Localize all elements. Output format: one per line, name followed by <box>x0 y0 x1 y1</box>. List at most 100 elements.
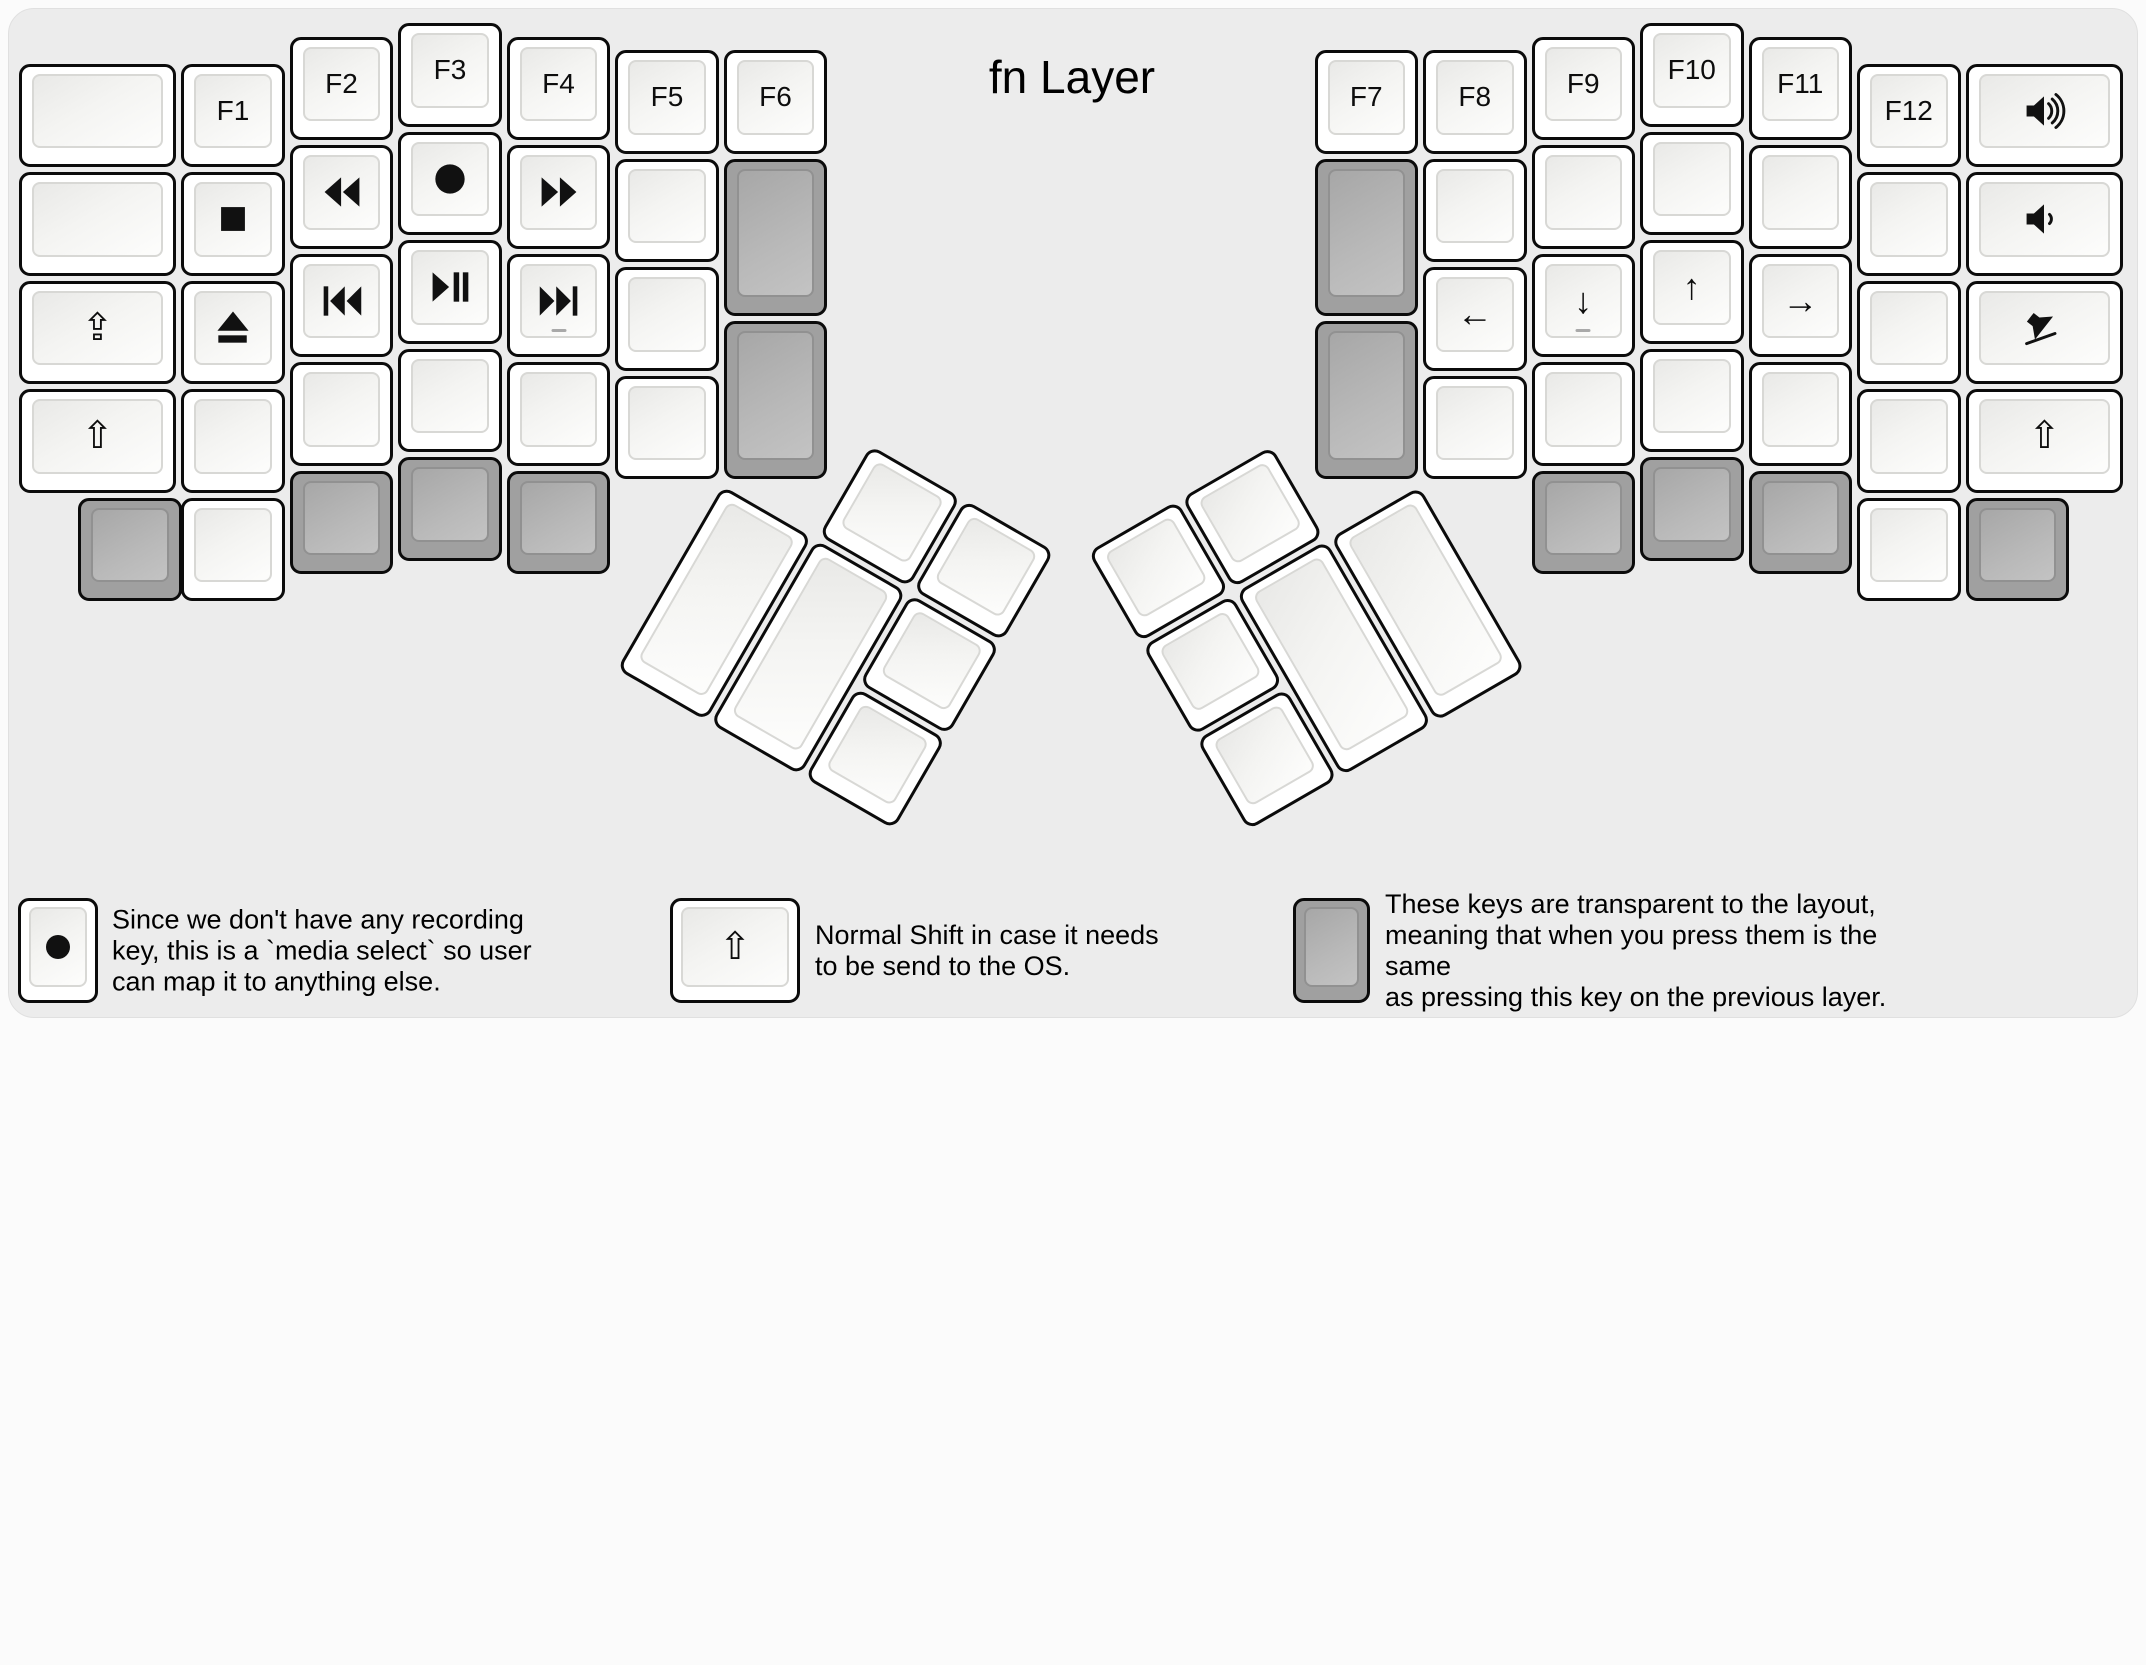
key-f7[interactable]: F7 <box>1314 50 1418 154</box>
key-f8[interactable]: F8 <box>1423 50 1527 154</box>
key-blank[interactable] <box>18 172 177 276</box>
key-transparent[interactable] <box>723 158 828 317</box>
key-f1[interactable]: F1 <box>181 63 285 168</box>
key-transparent[interactable] <box>723 321 828 480</box>
key-blank[interactable] <box>1531 145 1635 249</box>
rewind-icon <box>320 170 364 214</box>
keycap-surface: ⇧ <box>681 907 789 987</box>
key-arrow-down[interactable]: ↓ <box>1531 253 1635 358</box>
keycap-surface <box>194 507 272 583</box>
key-blank[interactable] <box>181 497 285 602</box>
key-shift[interactable]: ⇧ <box>1965 389 2124 493</box>
key-transparent[interactable] <box>1640 457 1744 561</box>
key-transparent[interactable] <box>1965 497 2069 602</box>
key-blank[interactable] <box>1857 497 1961 602</box>
key-fast-forward[interactable] <box>506 145 611 249</box>
record-icon <box>428 157 472 201</box>
legend-text: Normal Shift in case it needs to be send… <box>815 919 1159 981</box>
key-transparent[interactable] <box>1531 470 1635 575</box>
key-blank[interactable] <box>506 362 611 466</box>
key-arrow-right[interactable]: → <box>1748 253 1852 358</box>
key-f2[interactable]: F2 <box>289 36 394 141</box>
key-label: F6 <box>759 81 792 113</box>
key-stop[interactable] <box>181 172 285 276</box>
key-f6[interactable]: F6 <box>723 50 828 154</box>
key-play-pause[interactable] <box>398 240 502 344</box>
key-blank[interactable] <box>615 158 719 263</box>
key-f5[interactable]: F5 <box>615 50 719 154</box>
key-label: → <box>1782 279 1819 321</box>
key-blank[interactable] <box>398 348 502 452</box>
key-blank[interactable] <box>289 362 394 466</box>
keycap-surface <box>411 358 489 433</box>
key-blank[interactable] <box>1423 375 1527 480</box>
keycap-surface <box>1870 182 1948 257</box>
key-arrow-left[interactable]: ← <box>1423 267 1527 371</box>
key-f12[interactable]: F12 <box>1857 63 1961 168</box>
keycap-surface: F3 <box>411 33 489 108</box>
key-transparent[interactable] <box>506 470 611 575</box>
key-transparent[interactable] <box>78 497 182 602</box>
key-transparent[interactable] <box>398 457 502 561</box>
key-shift[interactable]: ⇧ <box>670 898 800 1003</box>
key-blank[interactable] <box>1640 348 1744 452</box>
key-transparent[interactable] <box>1748 470 1852 575</box>
key-volume-up[interactable] <box>1965 63 2124 168</box>
front-legend-dash <box>551 329 566 333</box>
keycap-surface: F10 <box>1653 33 1731 108</box>
key-f10[interactable]: F10 <box>1640 23 1744 127</box>
key-blank[interactable] <box>1748 145 1852 249</box>
key-blank[interactable] <box>1640 131 1744 235</box>
key-blank[interactable] <box>1857 389 1961 493</box>
keycap-surface <box>736 168 815 298</box>
key-blank[interactable] <box>1748 362 1852 466</box>
keycap-surface <box>519 155 598 230</box>
key-prev-track[interactable] <box>289 253 394 358</box>
key-blank[interactable] <box>18 63 177 168</box>
key-shift[interactable]: ⇧ <box>18 389 177 493</box>
key-blank[interactable] <box>1531 362 1635 466</box>
key-mute[interactable] <box>1965 280 2124 385</box>
keycap-surface <box>302 155 381 230</box>
key-transparent[interactable] <box>1293 898 1370 1003</box>
keycap-surface <box>1544 480 1622 556</box>
key-eject[interactable] <box>181 280 285 385</box>
key-label: F9 <box>1566 67 1600 99</box>
key-volume-down[interactable] <box>1965 172 2124 276</box>
legend-key-record <box>18 898 98 1003</box>
key-f11[interactable]: F11 <box>1748 36 1852 141</box>
key-label: F12 <box>1884 94 1933 126</box>
key-next-track[interactable] <box>506 253 611 358</box>
key-transparent[interactable] <box>289 470 394 575</box>
keycap-surface: F9 <box>1544 46 1622 122</box>
key-f9[interactable]: F9 <box>1531 36 1635 141</box>
key-caps-shift[interactable]: ⇪ <box>18 280 177 385</box>
legend-item-normal-shift: ⇧ Normal Shift in case it needs to be se… <box>670 898 1159 1003</box>
key-blank[interactable] <box>1857 172 1961 276</box>
key-transparent[interactable] <box>1314 158 1418 317</box>
key-label: ⇧ <box>2028 415 2061 458</box>
keycap-surface <box>31 73 164 149</box>
key-blank[interactable] <box>615 375 719 480</box>
keycap-surface <box>1870 290 1948 366</box>
key-record[interactable] <box>18 898 98 1003</box>
keycap-surface: F1 <box>194 73 272 149</box>
key-record[interactable] <box>398 131 502 235</box>
keycap-surface: F7 <box>1327 60 1405 135</box>
key-blank[interactable] <box>1423 158 1527 263</box>
key-f3[interactable]: F3 <box>398 23 502 127</box>
keycap-surface <box>1870 399 1948 474</box>
keycap-surface <box>1653 467 1731 542</box>
key-rewind[interactable] <box>289 145 394 249</box>
key-label: ↑ <box>1682 266 1701 308</box>
keycap-surface <box>411 467 489 542</box>
key-blank[interactable] <box>1857 280 1961 385</box>
key-arrow-up[interactable]: ↑ <box>1640 240 1744 344</box>
key-blank[interactable] <box>181 389 285 493</box>
key-label: F11 <box>1777 67 1824 99</box>
key-f4[interactable]: F4 <box>506 36 611 141</box>
key-blank[interactable] <box>615 267 719 371</box>
fast-forward-icon <box>537 170 581 214</box>
key-transparent[interactable] <box>1314 321 1418 480</box>
keycap-surface <box>628 277 706 352</box>
